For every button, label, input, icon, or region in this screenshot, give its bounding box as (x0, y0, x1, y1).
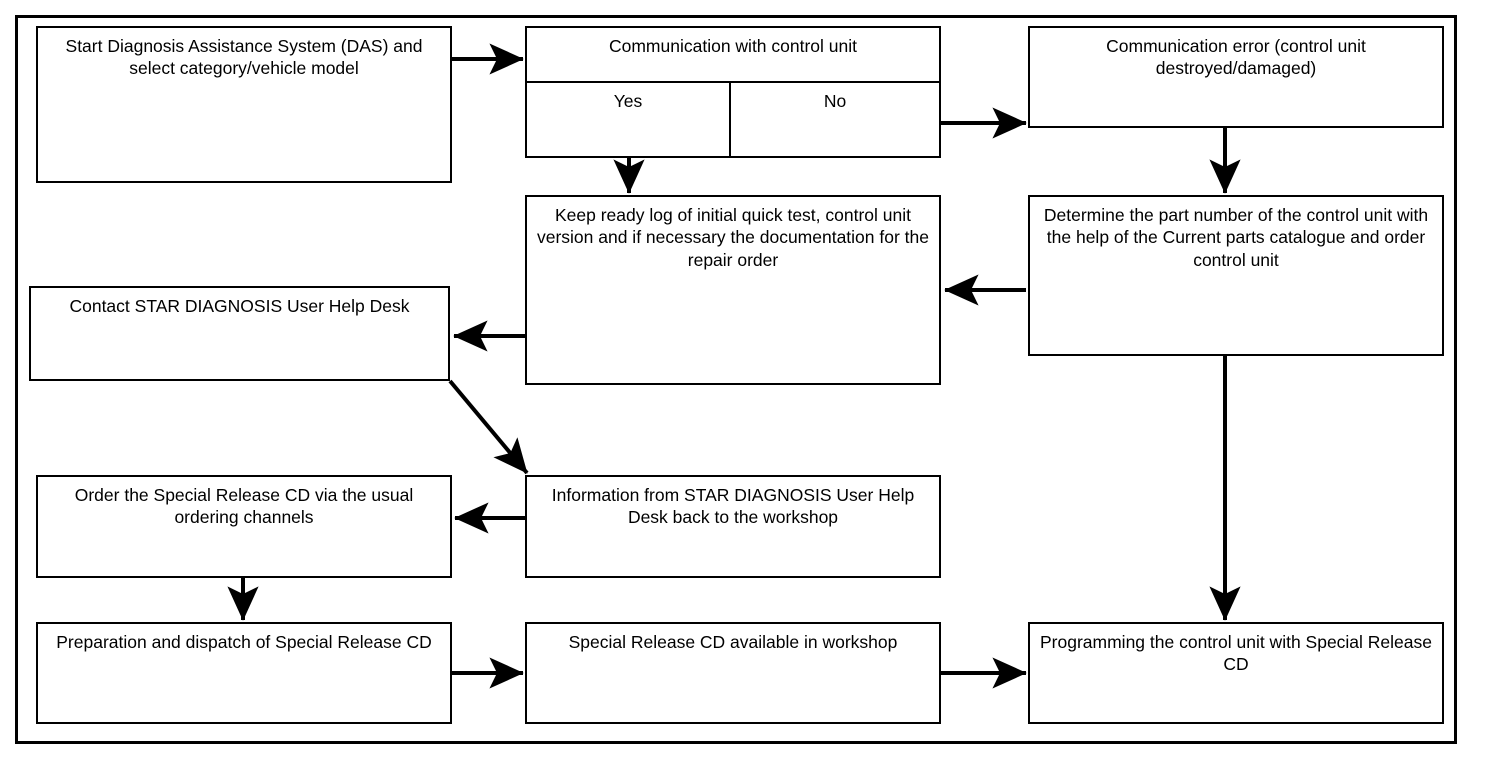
option-yes[interactable]: Yes (527, 83, 731, 156)
node-determine-part-number[interactable]: Determine the part number of the control… (1028, 195, 1444, 356)
node-communication-error-label: Communication error (control unit destro… (1106, 36, 1366, 79)
node-start[interactable]: Start Diagnosis Assistance System (DAS) … (36, 26, 452, 183)
node-communication-options: Yes No (527, 83, 939, 156)
node-contact-help-desk-label: Contact STAR DIAGNOSIS User Help Desk (69, 296, 410, 316)
node-contact-help-desk[interactable]: Contact STAR DIAGNOSIS User Help Desk (29, 286, 450, 381)
node-programming-control-unit[interactable]: Programming the control unit with Specia… (1028, 622, 1444, 724)
node-cd-available-in-workshop-label: Special Release CD available in workshop (568, 632, 898, 652)
option-no[interactable]: No (823, 91, 847, 111)
node-determine-part-number-label: Determine the part number of the control… (1043, 205, 1429, 270)
node-preparation-dispatch-label: Preparation and dispatch of Special Rele… (56, 632, 432, 652)
node-start-label: Start Diagnosis Assistance System (DAS) … (65, 36, 423, 79)
diagram-outer-frame (15, 15, 1457, 744)
node-communication-error[interactable]: Communication error (control unit destro… (1028, 26, 1444, 128)
node-communication-decision[interactable]: Communication with control unit Yes No (525, 26, 941, 158)
node-order-special-release-cd-label: Order the Special Release CD via the usu… (74, 485, 414, 528)
node-keep-ready-log-label: Keep ready log of initial quick test, co… (536, 205, 930, 270)
node-programming-control-unit-label: Programming the control unit with Specia… (1040, 632, 1432, 675)
node-information-back-to-workshop-label: Information from STAR DIAGNOSIS User Hel… (551, 485, 915, 528)
node-keep-ready-log[interactable]: Keep ready log of initial quick test, co… (525, 195, 941, 385)
node-information-back-to-workshop[interactable]: Information from STAR DIAGNOSIS User Hel… (525, 475, 941, 578)
node-preparation-dispatch[interactable]: Preparation and dispatch of Special Rele… (36, 622, 452, 724)
node-communication-label: Communication with control unit (527, 28, 939, 83)
node-order-special-release-cd[interactable]: Order the Special Release CD via the usu… (36, 475, 452, 578)
node-cd-available-in-workshop[interactable]: Special Release CD available in workshop (525, 622, 941, 724)
